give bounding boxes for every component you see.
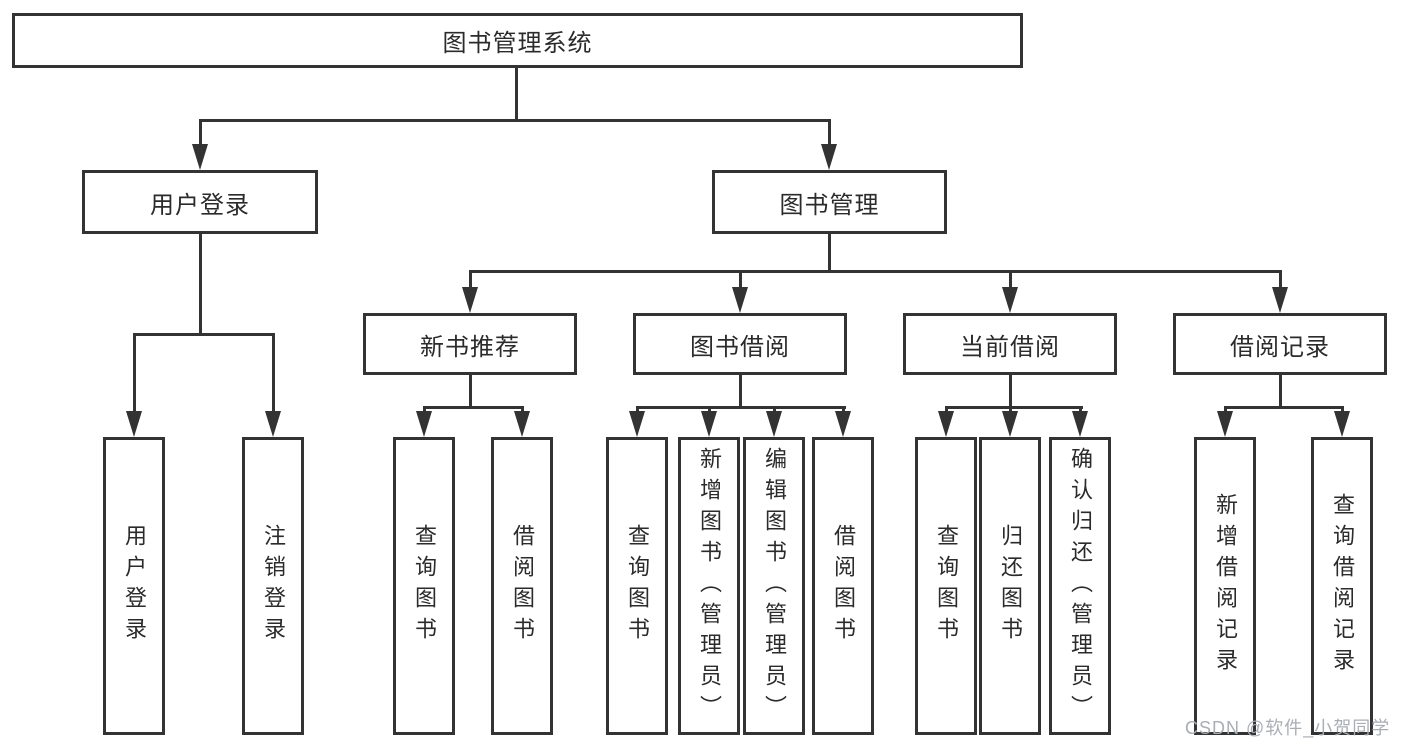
- connector-line: [636, 406, 639, 414]
- connector-line: [1079, 406, 1082, 414]
- leaf-return-books: 归还图书: [979, 437, 1041, 735]
- node-label: 查询图书: [625, 524, 650, 648]
- leaf-borrow-books-recommend: 借阅图书: [491, 437, 553, 735]
- arrowhead-down-icon: [1002, 287, 1018, 313]
- connector-line: [773, 406, 776, 414]
- connector-line: [945, 406, 948, 414]
- node-label: 当前借阅: [960, 333, 1060, 361]
- node-label: 注销登录: [261, 524, 286, 648]
- arrowhead-down-icon: [821, 144, 837, 170]
- arrowhead-down-icon: [192, 144, 208, 170]
- arrowhead-down-icon: [126, 411, 142, 437]
- connector-line: [521, 406, 524, 414]
- node-borrowing-records: 借阅记录: [1173, 313, 1387, 375]
- node-label: 新增借阅记录: [1213, 493, 1238, 679]
- node-label: 查询图书: [412, 524, 437, 648]
- node-label: 图书管理系统: [442, 30, 593, 57]
- connector-line: [739, 373, 742, 408]
- connector-line: [199, 119, 202, 149]
- arrowhead-down-icon: [938, 411, 954, 437]
- node-label: 借阅图书: [831, 524, 856, 648]
- arrowhead-down-icon: [462, 287, 478, 313]
- leaf-add-borrow-record: 新增借阅记录: [1194, 437, 1256, 735]
- node-user-login-module: 用户登录: [82, 170, 318, 234]
- connector-line: [133, 333, 136, 413]
- arrowhead-down-icon: [732, 287, 748, 313]
- connector-line: [272, 333, 275, 413]
- connector-line: [828, 232, 831, 273]
- connector-line: [1279, 373, 1282, 408]
- connector-line: [636, 406, 846, 409]
- node-current-borrowing: 当前借阅: [903, 313, 1117, 375]
- connector-line: [1224, 406, 1227, 414]
- leaf-query-books-current: 查询图书: [915, 437, 977, 735]
- node-label: 用户登录: [150, 191, 250, 219]
- connector-line: [133, 333, 275, 336]
- connector-line: [1224, 406, 1344, 409]
- node-label: 图书管理: [779, 191, 880, 219]
- leaf-confirm-return-admin: 确认归还（管理员）: [1049, 437, 1111, 735]
- connector-line: [199, 119, 831, 122]
- arrowhead-down-icon: [1002, 411, 1018, 437]
- connector-line: [1341, 406, 1344, 414]
- node-label: 编辑图书（管理员）: [762, 446, 787, 726]
- node-library-management-system: 图书管理系统: [12, 13, 1023, 68]
- connector-line: [423, 406, 426, 414]
- arrowhead-down-icon: [416, 411, 432, 437]
- connector-line: [469, 270, 1281, 273]
- csdn-watermark: CSDN @软件_小贺同学: [1185, 718, 1391, 738]
- leaf-borrow-books: 借阅图书: [812, 437, 874, 735]
- arrowhead-down-icon: [1272, 287, 1288, 313]
- connector-line: [945, 406, 1083, 409]
- connector-line: [1009, 373, 1012, 408]
- node-label: 确认归还（管理员）: [1068, 446, 1093, 726]
- node-label: 用户登录: [122, 524, 147, 648]
- connector-line: [842, 406, 845, 414]
- node-label: 新书推荐: [420, 333, 520, 361]
- arrowhead-down-icon: [766, 411, 782, 437]
- node-label: 图书借阅: [690, 333, 790, 361]
- node-book-management-module: 图书管理: [712, 170, 947, 234]
- connector-line: [828, 119, 831, 149]
- leaf-logout: 注销登录: [242, 437, 304, 735]
- arrowhead-down-icon: [629, 411, 645, 437]
- node-label: 新增图书（管理员）: [697, 446, 722, 726]
- leaf-query-books-recommend: 查询图书: [393, 437, 455, 735]
- arrowhead-down-icon: [265, 411, 281, 437]
- arrowhead-down-icon: [1072, 411, 1088, 437]
- node-label: 归还图书: [998, 524, 1023, 648]
- arrowhead-down-icon: [835, 411, 851, 437]
- leaf-user-login: 用户登录: [103, 437, 165, 735]
- node-label: 查询借阅记录: [1330, 493, 1355, 679]
- node-label: 借阅记录: [1230, 333, 1330, 361]
- connector-line: [469, 373, 472, 408]
- leaf-add-books-admin: 新增图书（管理员）: [678, 437, 740, 735]
- connector-line: [708, 406, 711, 414]
- connector-line: [515, 68, 518, 121]
- connector-line: [199, 232, 202, 336]
- node-book-borrowing: 图书借阅: [633, 313, 847, 375]
- arrowhead-down-icon: [514, 411, 530, 437]
- connector-line: [739, 270, 742, 290]
- node-label: 借阅图书: [510, 524, 535, 648]
- leaf-edit-books-admin: 编辑图书（管理员）: [743, 437, 805, 735]
- arrowhead-down-icon: [701, 411, 717, 437]
- connector-line: [1279, 270, 1282, 290]
- node-label: 查询图书: [934, 524, 959, 648]
- connector-line: [469, 270, 472, 290]
- leaf-query-borrow-record: 查询借阅记录: [1311, 437, 1373, 735]
- arrowhead-down-icon: [1217, 411, 1233, 437]
- node-new-book-recommendation: 新书推荐: [363, 313, 577, 375]
- connector-line: [423, 406, 524, 409]
- connector-line: [1009, 406, 1012, 414]
- arrowhead-down-icon: [1334, 411, 1350, 437]
- leaf-query-books-borrowing: 查询图书: [606, 437, 668, 735]
- connector-line: [1009, 270, 1012, 290]
